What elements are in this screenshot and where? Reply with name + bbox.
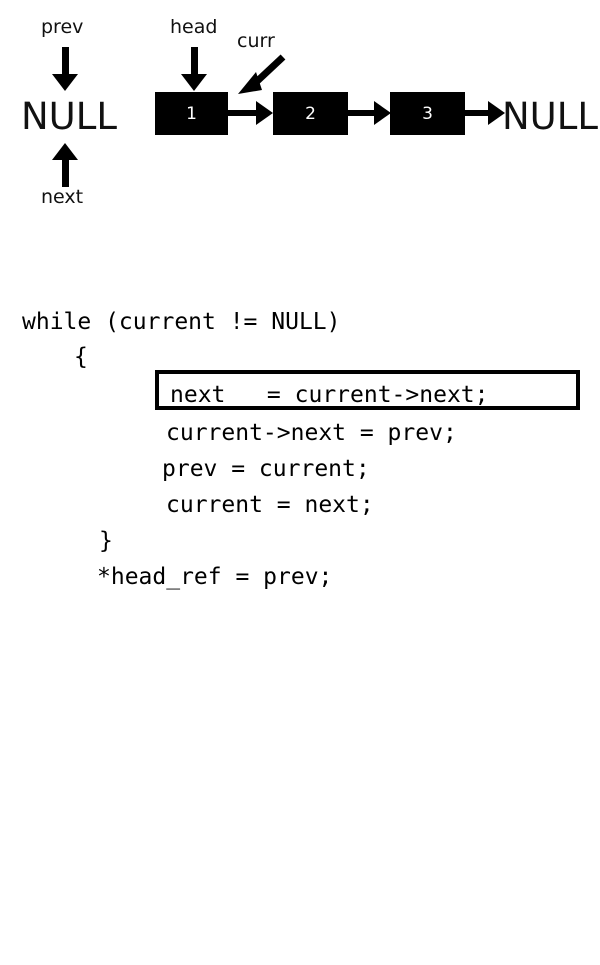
head-label: head (170, 16, 218, 38)
null-tail-value: NULL (502, 95, 598, 138)
null-left-value: NULL (21, 95, 117, 138)
list-node-1: 1 (155, 92, 228, 135)
code-line-prev-assign: prev = current; (162, 456, 370, 482)
arrow-diagonal-down-left-icon (238, 54, 286, 94)
arrow-right-icon-3 (465, 101, 505, 125)
code-line-close-brace: } (99, 528, 113, 554)
code-line-current-assign: current = next; (166, 492, 374, 518)
arrow-down-icon-prev (52, 47, 78, 91)
node-value: 3 (422, 103, 433, 124)
curr-label: curr (237, 30, 275, 52)
code-line-head-ref-assign: *head_ref = prev; (97, 564, 333, 590)
code-line-current-next-assign: current->next = prev; (166, 420, 457, 446)
code-line-while: while (current != NULL) (22, 309, 341, 335)
highlighted-statement-box (155, 370, 580, 410)
next-label: next (41, 186, 84, 208)
node-value: 2 (305, 103, 316, 124)
arrow-up-icon-next (52, 143, 78, 187)
arrow-down-icon-head (181, 47, 207, 91)
arrow-right-icon-1 (228, 101, 273, 125)
linked-list-diagram: prev NULL next head curr 1 2 3 (0, 0, 600, 230)
code-line-open-brace: { (74, 344, 88, 370)
list-node-3: 3 (390, 92, 465, 135)
prev-label: prev (41, 16, 84, 38)
list-node-2: 2 (273, 92, 348, 135)
code-block: while (current != NULL) { next = current… (0, 300, 600, 965)
arrow-right-icon-2 (348, 101, 391, 125)
code-line-next-assign: next = current->next; (170, 382, 489, 408)
node-value: 1 (186, 103, 197, 124)
